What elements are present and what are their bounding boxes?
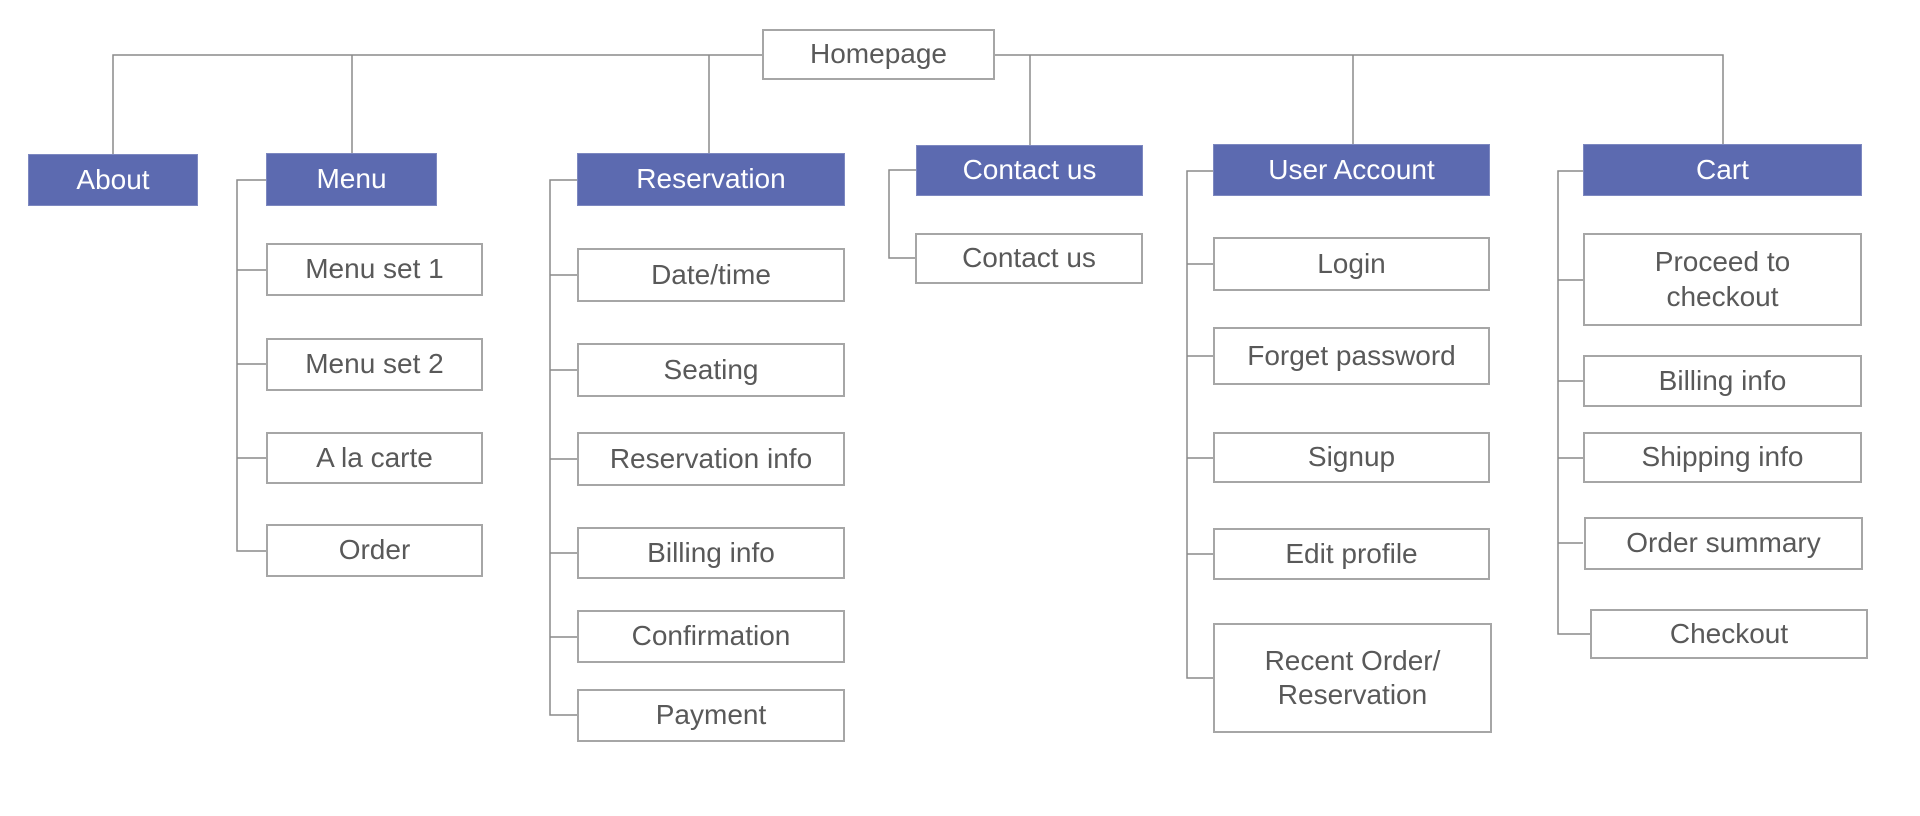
node-order-summary: Order summary	[1584, 517, 1863, 570]
node-order: Order	[266, 524, 483, 577]
node-proceed-to-checkout: Proceed to checkout	[1583, 233, 1862, 326]
node-login: Login	[1213, 237, 1490, 291]
node-reservation-info: Reservation info	[577, 432, 845, 486]
node-date-time: Date/time	[577, 248, 845, 302]
node-reservation-billing-info: Billing info	[577, 527, 845, 579]
node-forget-password: Forget password	[1213, 327, 1490, 385]
node-edit-profile: Edit profile	[1213, 528, 1490, 580]
node-cart-billing-info: Billing info	[1583, 355, 1862, 407]
header-contact-us: Contact us	[916, 145, 1143, 196]
node-seating: Seating	[577, 343, 845, 397]
header-about: About	[28, 154, 198, 206]
node-payment: Payment	[577, 689, 845, 742]
header-cart: Cart	[1583, 144, 1862, 196]
node-signup: Signup	[1213, 432, 1490, 483]
node-confirmation: Confirmation	[577, 610, 845, 663]
node-contact-us: Contact us	[915, 233, 1143, 284]
header-reservation: Reservation	[577, 153, 845, 206]
header-menu: Menu	[266, 153, 437, 206]
node-menu-set-1: Menu set 1	[266, 243, 483, 296]
node-homepage: Homepage	[762, 29, 995, 80]
node-recent-order-reservation: Recent Order/ Reservation	[1213, 623, 1492, 733]
node-checkout: Checkout	[1590, 609, 1868, 659]
node-menu-set-2: Menu set 2	[266, 338, 483, 391]
node-a-la-carte: A la carte	[266, 432, 483, 484]
node-shipping-info: Shipping info	[1583, 432, 1862, 483]
header-user-account: User Account	[1213, 144, 1490, 196]
